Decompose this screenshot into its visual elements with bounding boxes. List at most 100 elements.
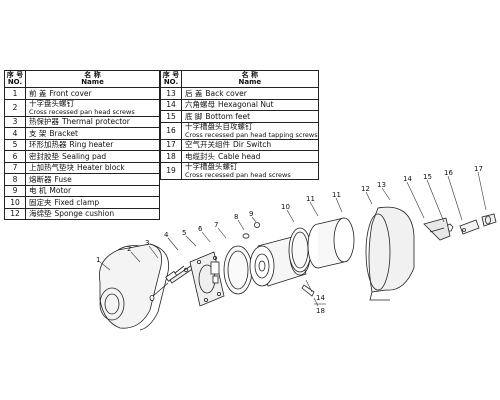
callout-1: 1 xyxy=(96,256,100,264)
callout-9: 9 xyxy=(249,210,253,218)
part-name-cn: 热保护器 xyxy=(29,117,59,127)
header-no-en: NO. xyxy=(7,78,23,86)
part-name-cn: 电 机 xyxy=(29,186,47,196)
header-no: 序 号 NO. xyxy=(4,70,26,88)
callout-16: 16 xyxy=(444,169,453,177)
part-name-en: Back cover xyxy=(205,88,247,98)
sealing-pad-drawing xyxy=(210,261,220,284)
table-header-row: 序 号 NO. 名 称 Name xyxy=(160,70,319,88)
part-name-en: Hexagonal Nut xyxy=(218,100,274,110)
bottom-feet-drawing xyxy=(423,217,451,241)
part-name-cn: 海绵垫 xyxy=(29,209,52,219)
part-name-en: Motor xyxy=(49,186,72,196)
part-name-en: Cross recessed pan head screws xyxy=(29,107,135,116)
cable-head-drawing xyxy=(301,284,315,297)
header-name-cn: 名 称 xyxy=(241,71,259,79)
part-name-en: Bracket xyxy=(49,128,78,138)
part-name-en: Cross recessed pan head tapping screws xyxy=(185,130,318,139)
part-number: 7 xyxy=(4,161,26,174)
callout-11b: 11 xyxy=(332,191,341,199)
part-number: 6 xyxy=(4,150,26,163)
part-number: 19 xyxy=(160,161,182,180)
header-name-en: Name xyxy=(238,78,262,86)
part-name-cn: 空气开关组件 xyxy=(185,140,230,150)
part-number: 5 xyxy=(4,138,26,151)
header-name-cn: 名 称 xyxy=(84,71,101,79)
part-name-cn: 固定夹 xyxy=(29,197,52,207)
part-name-en: Ring heater xyxy=(69,140,114,150)
part-name-en: Front cover xyxy=(49,88,92,98)
header-no-cn: 序 号 xyxy=(6,71,24,79)
pan-head-screw-drawing xyxy=(149,282,169,301)
back-cover-drawing xyxy=(365,206,415,301)
header-name-en: Name xyxy=(81,78,104,86)
part-number: 16 xyxy=(160,121,182,140)
header-no-cn: 序 号 xyxy=(162,71,180,79)
fuse-drawing xyxy=(242,233,250,239)
part-name-cn: 后 盖 xyxy=(185,88,203,98)
part-name-cn: 上加热气垫块 xyxy=(29,163,74,173)
part-name-en: Cross recessed pan head screws xyxy=(185,170,291,179)
header-name: 名 称 Name xyxy=(25,70,160,88)
callout-3: 3 xyxy=(145,239,149,247)
part-name-cn: 支 架 xyxy=(29,128,47,138)
header-name: 名 称 Name xyxy=(181,70,319,88)
callout-7: 7 xyxy=(214,221,218,229)
part-name-en: Thermal protector xyxy=(62,117,130,127)
ring-heater-drawing xyxy=(189,251,225,307)
callout-17: 17 xyxy=(474,165,483,173)
part-name-en: Fixed clamp xyxy=(54,197,100,207)
callout-15: 15 xyxy=(423,173,432,181)
header-no: 序 号 NO. xyxy=(160,70,182,88)
part-name-en: Dir Switch xyxy=(233,140,272,150)
part-name-cn: 环形加热器 xyxy=(29,140,67,150)
motor-drawing xyxy=(249,221,311,287)
callout-2: 2 xyxy=(127,245,131,253)
callout-8: 8 xyxy=(234,213,238,221)
sponge-cushion-drawing xyxy=(307,217,355,269)
leader-lines xyxy=(99,171,487,307)
part-name-cn: 六角螺母 xyxy=(185,100,215,110)
callout-5: 5 xyxy=(182,229,186,237)
part-name-en: Sponge cushion xyxy=(54,209,115,219)
part-name-cn: 电缆封头 xyxy=(185,151,215,161)
front-cover-drawing xyxy=(99,243,169,331)
part-name-cn: 密封胶垫 xyxy=(29,151,59,161)
fixed-clamp-drawing xyxy=(288,227,312,273)
table-header-row: 序 号 NO. 名 称 Name xyxy=(4,70,160,88)
part-name-en: Fuse xyxy=(54,174,72,184)
part-number: 17 xyxy=(160,138,182,151)
callout-12: 12 xyxy=(361,185,370,193)
tapping-screw-drawing xyxy=(459,219,480,235)
part-name-cn: 底 脚 xyxy=(185,111,203,121)
callout-6: 6 xyxy=(198,225,203,233)
callout-14b: 14 xyxy=(316,294,325,302)
part-name-cn: 十字槽盘头螺钉 xyxy=(185,161,238,171)
callout-13: 13 xyxy=(377,181,386,189)
